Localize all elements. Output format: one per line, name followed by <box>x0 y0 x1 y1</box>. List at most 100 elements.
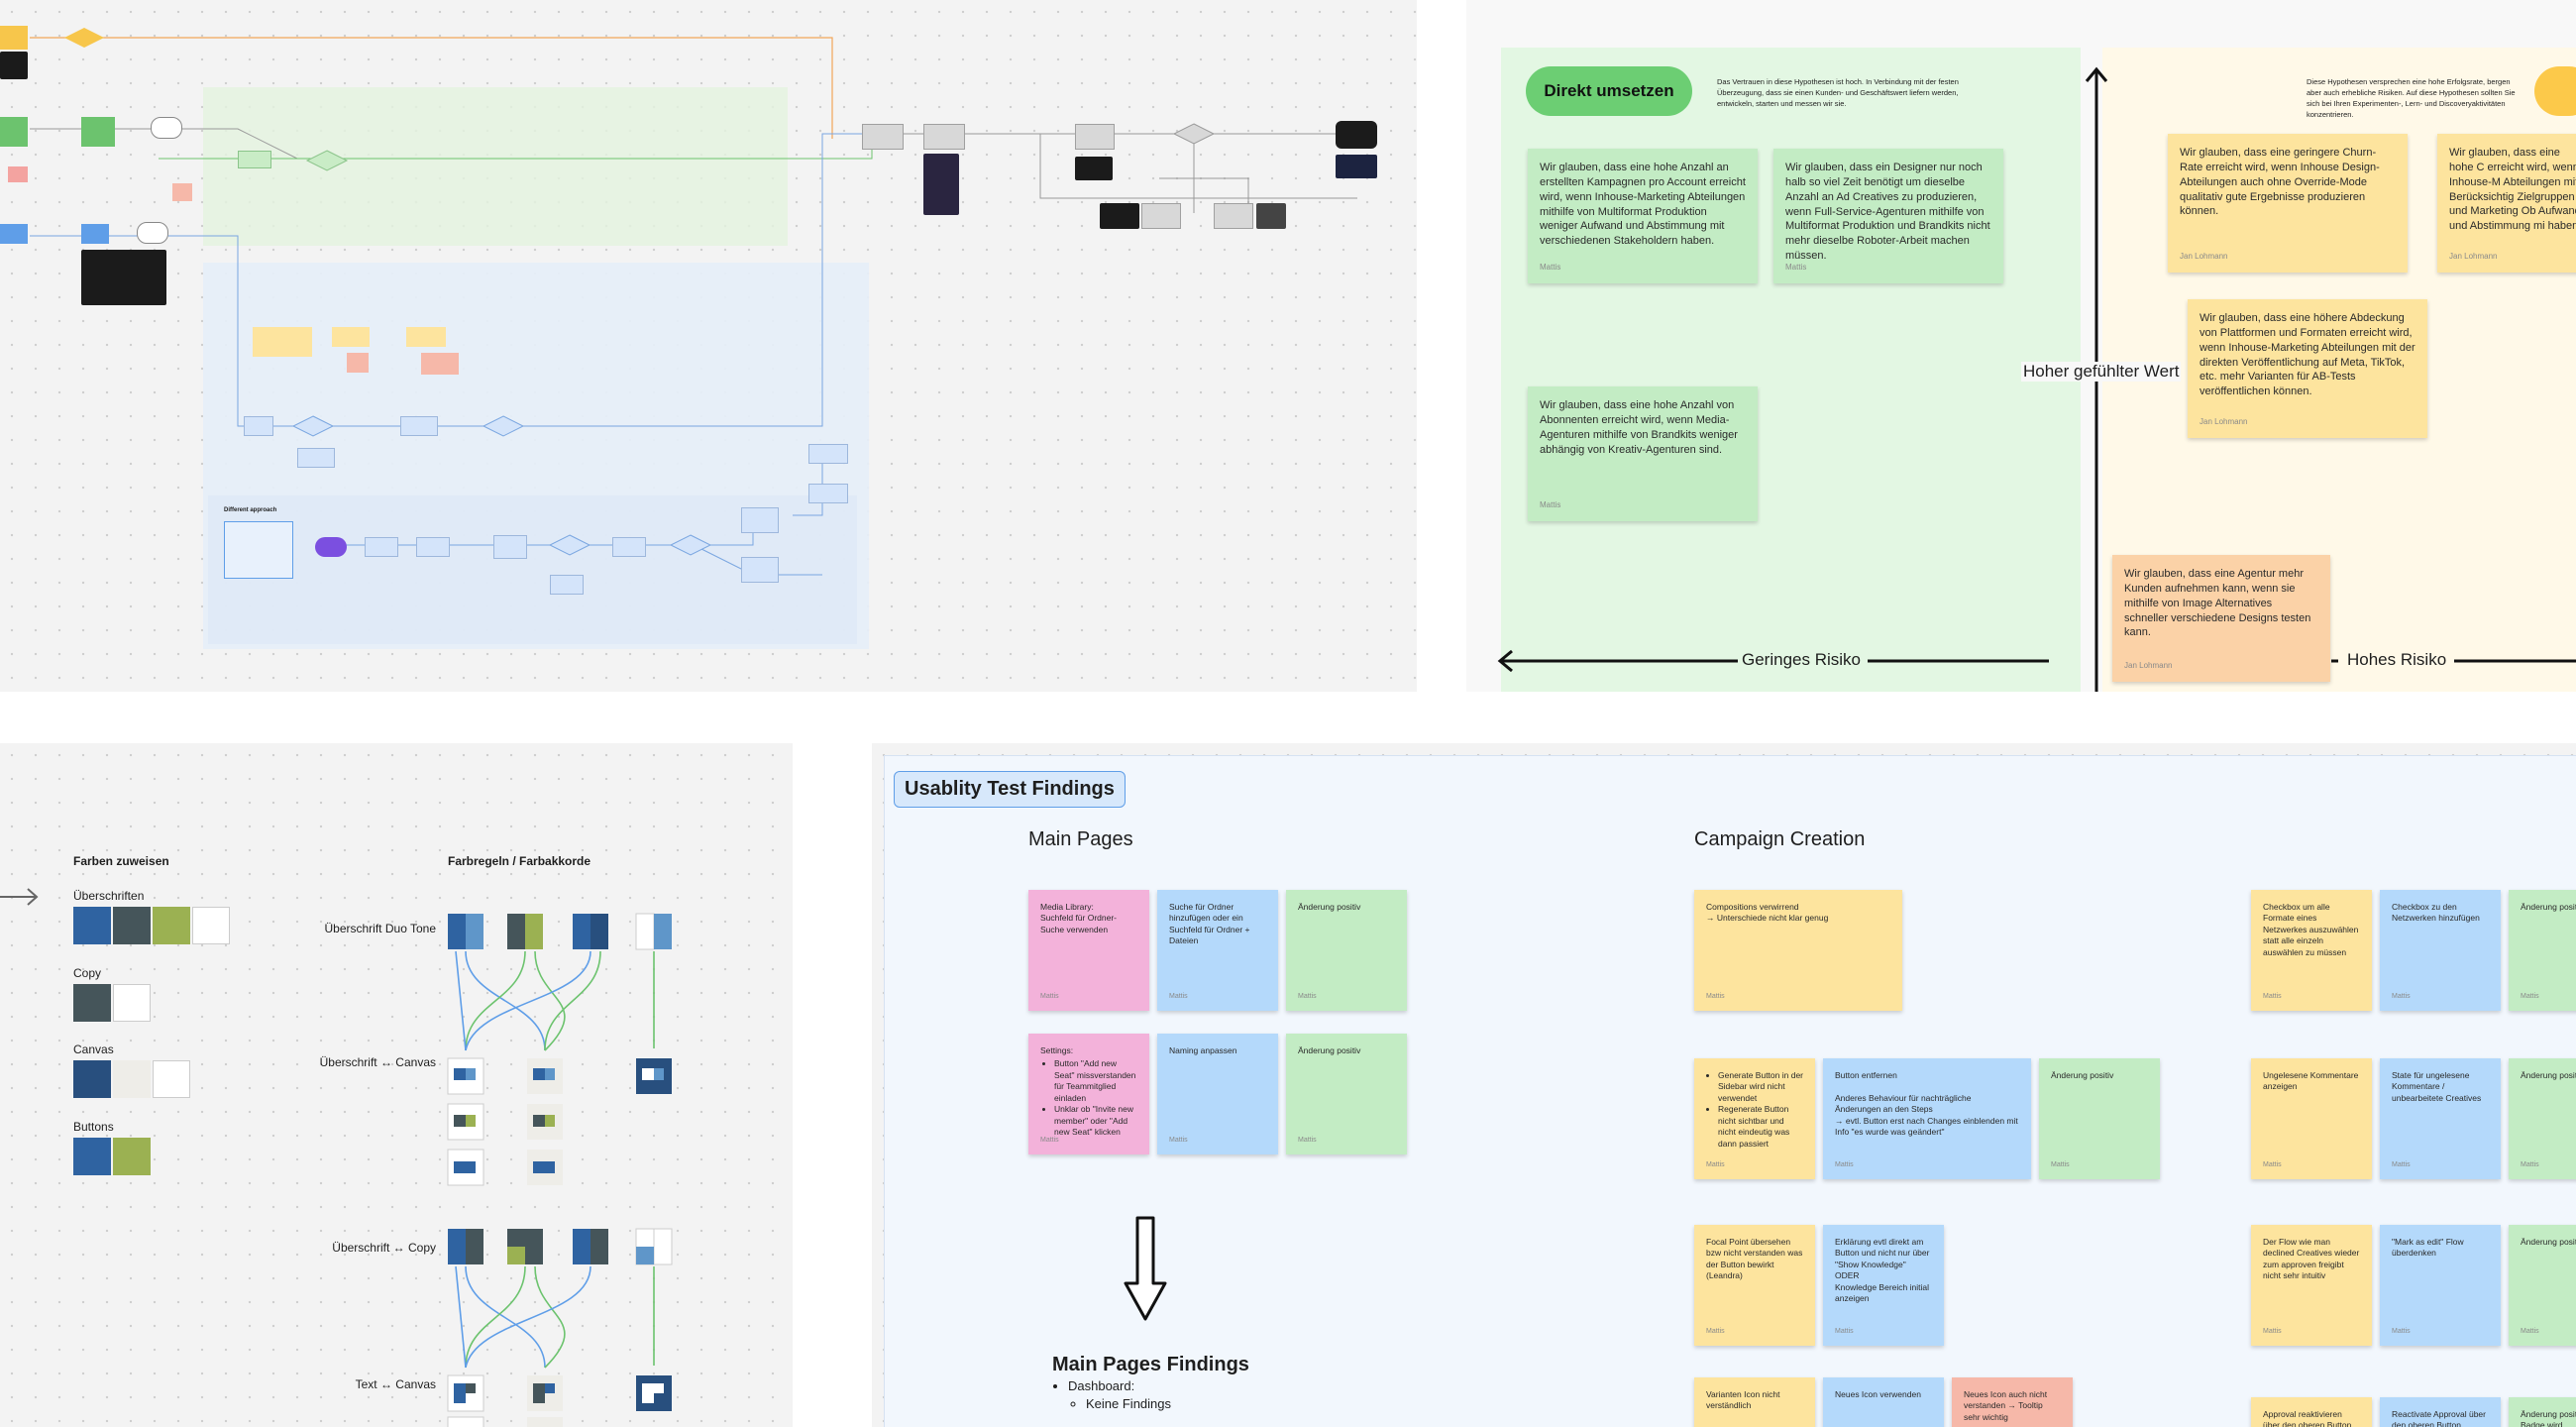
finding-sticky[interactable]: Button entfernen Anderes Behaviour für n… <box>1823 1058 2031 1179</box>
flow-node[interactable] <box>741 557 779 583</box>
flow-node[interactable] <box>550 575 584 595</box>
swatch-white[interactable] <box>113 984 151 1022</box>
flow-node[interactable] <box>612 537 646 557</box>
flow-salmon-note <box>421 353 459 375</box>
finding-sticky[interactable]: State für ungelesene Kommentare / unbear… <box>2380 1058 2501 1179</box>
finding-sticky[interactable]: Reactivate Approval über den oberen Butt… <box>2380 1397 2501 1427</box>
swatch-slate[interactable] <box>73 984 111 1022</box>
finding-sticky[interactable]: Checkbox um alle Formate eines Netzwerke… <box>2251 890 2372 1011</box>
color-rules-board[interactable]: Farben zuweisen Farbregeln / Farbakkorde… <box>0 743 793 1427</box>
finding-sticky[interactable]: Varianten Icon nicht verständlich <box>1694 1377 1815 1427</box>
flow-node[interactable] <box>741 507 779 533</box>
finding-sticky[interactable]: Neues Icon verwenden <box>1823 1377 1944 1427</box>
finding-sticky[interactable]: Focal Point übersehen bzw nicht verstand… <box>1694 1225 1815 1346</box>
flow-node[interactable] <box>244 416 273 436</box>
settings-bullet: Unklar ob "Invite new member" oder "Add … <box>1054 1104 1137 1138</box>
flow-yellow-note <box>406 327 446 347</box>
swatch-mid-blue[interactable] <box>73 1138 111 1175</box>
flow-node-green[interactable] <box>0 117 28 147</box>
flow-yellow-note <box>332 327 370 347</box>
flow-node-grey[interactable] <box>1141 203 1181 229</box>
flow-end-node[interactable] <box>1336 121 1377 149</box>
matrix-axes <box>1466 0 2576 692</box>
flow-node[interactable] <box>808 484 848 503</box>
findings-item: Dashboard: <box>1068 1377 1171 1395</box>
rule-duo-tone: Überschrift Duo Tone <box>297 922 436 935</box>
flow-note-box <box>224 521 293 579</box>
flow-start-pill[interactable] <box>315 537 347 557</box>
finding-sticky[interactable]: Neues Icon auch nicht verstanden → Toolt… <box>1952 1377 2073 1427</box>
flow-screen <box>1100 203 1139 229</box>
swatch-white[interactable] <box>192 907 230 944</box>
flow-node[interactable] <box>365 537 398 557</box>
flow-image <box>1256 203 1286 229</box>
swatch-olive[interactable] <box>153 907 190 944</box>
flow-node-grey[interactable] <box>1214 203 1253 229</box>
swatch-slate[interactable] <box>113 907 151 944</box>
flow-node[interactable] <box>416 537 450 557</box>
flow-salmon-note <box>347 353 369 373</box>
flow-node[interactable] <box>400 416 438 436</box>
flow-node-blue-2[interactable] <box>81 224 109 244</box>
hypothesis-matrix-board[interactable]: Direkt umsetzen Das Vertrauen in diese H… <box>1466 0 2576 692</box>
flow-screen <box>1075 157 1113 180</box>
group-copy: Copy <box>73 966 101 980</box>
swatch-olive[interactable] <box>113 1138 151 1175</box>
flow-screen-large <box>81 250 166 305</box>
flow-node[interactable] <box>297 448 335 468</box>
swatch-cream[interactable] <box>113 1060 151 1098</box>
flowchart-board[interactable]: Different approach <box>0 0 1417 692</box>
flow-node-blue[interactable] <box>0 224 28 244</box>
axis-label-high-risk: Hohes Risiko <box>2347 650 2446 670</box>
usability-findings-board[interactable]: Usablity Test Findings Main Pages Campai… <box>872 743 2576 1427</box>
finding-sticky[interactable]: Suche für Ordner hinzufügen oder ein Suc… <box>1157 890 1278 1011</box>
flow-node-start[interactable] <box>0 26 28 50</box>
axis-label-value: Hoher gefühlter Wert <box>2021 362 2181 382</box>
usability-title: Usablity Test Findings <box>894 771 1126 808</box>
findings-list: Dashboard: Keine Findings <box>1052 1377 1171 1413</box>
finding-sticky[interactable]: Settings: Button "Add new Seat" missvers… <box>1028 1034 1149 1154</box>
flow-node-green-2[interactable] <box>81 117 115 147</box>
flow-yellow-note <box>253 327 312 357</box>
rule-heading-copy: Überschrift ↔ Copy <box>297 1241 436 1255</box>
flow-screen-phone <box>923 154 959 215</box>
swatch-white[interactable] <box>153 1060 190 1098</box>
generate-bullet: Regenerate Button nicht sichtbar und nic… <box>1718 1104 1803 1150</box>
finding-sticky[interactable]: Compositions verwirrend → Unterschiede n… <box>1694 890 1902 1011</box>
flow-node-grey[interactable] <box>1075 124 1115 150</box>
flow-note-salmon <box>172 183 192 201</box>
campaign-heading: Campaign Creation <box>1694 828 1865 851</box>
finding-sticky[interactable]: Generate Button in der Sidebar wird nich… <box>1694 1058 1815 1179</box>
findings-subitem: Keine Findings <box>1086 1395 1171 1413</box>
finding-sticky[interactable]: Approval reaktivieren über den oberen Bu… <box>2251 1397 2372 1427</box>
finding-sticky[interactable]: Der Flow wie man declined Creatives wied… <box>2251 1225 2372 1346</box>
rule-text-canvas: Text ↔ Canvas <box>297 1377 436 1391</box>
flow-speech-2 <box>137 222 168 244</box>
flow-node[interactable] <box>808 444 848 464</box>
finding-sticky[interactable]: Media Library: Suchfeld für Ordner-Suche… <box>1028 890 1149 1011</box>
flow-note-red <box>8 166 28 182</box>
flow-screen <box>1336 155 1377 178</box>
swatch-mid-blue[interactable] <box>73 907 111 944</box>
flow-node[interactable] <box>493 535 527 559</box>
finding-sticky[interactable]: Änderung positiv mit Badge wird <box>2509 1397 2576 1427</box>
swatch-dark-blue[interactable] <box>73 1060 111 1098</box>
assign-colors-title: Farben zuweisen <box>73 854 169 868</box>
flow-node-grey[interactable] <box>923 124 965 150</box>
flow-node-grey[interactable] <box>862 124 904 150</box>
finding-sticky[interactable]: Erklärung evtl direkt am Button und nich… <box>1823 1225 1944 1346</box>
flow-node[interactable] <box>238 151 271 168</box>
color-combination-graph <box>436 892 694 1427</box>
generate-bullet: Generate Button in der Sidebar wird nich… <box>1718 1070 1803 1104</box>
findings-heading: Main Pages Findings <box>1052 1354 1249 1376</box>
